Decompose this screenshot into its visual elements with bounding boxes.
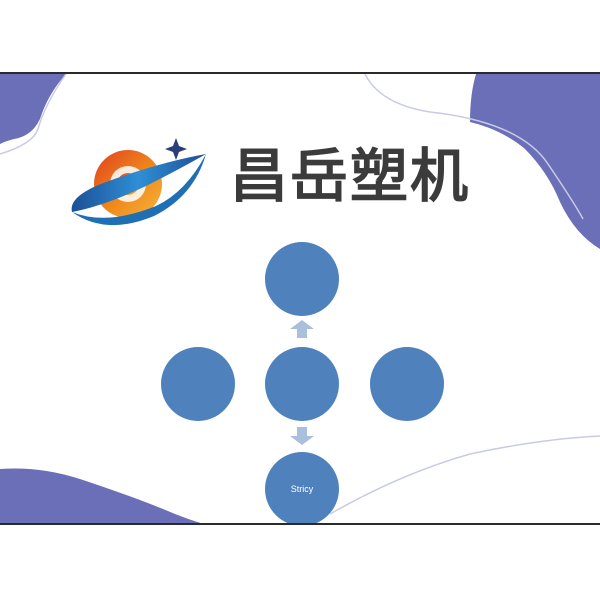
ringed-planet-logo: [71, 138, 206, 226]
curve-line-top-right: [364, 74, 584, 220]
corner-blob-top-left: [0, 74, 66, 144]
background-decoration: [0, 74, 600, 523]
diagram-node-left: [161, 347, 235, 421]
sparkle-icon: [165, 138, 187, 160]
diagram-node-top: [265, 242, 339, 316]
diagram-node-right: [370, 347, 444, 421]
curve-line-bottom: [329, 435, 600, 515]
arrow-up-icon: [290, 320, 314, 338]
corner-blob-bottom-left: [0, 468, 201, 523]
arrow-down-icon: [290, 427, 314, 445]
corner-blob-top-right: [470, 74, 600, 249]
planet-ring-lower: [72, 154, 206, 226]
slide: 昌岳塑机 Stricy: [0, 72, 600, 525]
brand-name: 昌岳塑机: [230, 142, 471, 210]
planet-ring: [71, 154, 206, 212]
curve-line-top-left: [0, 74, 67, 155]
diagram-node-bottom: Stricy: [265, 452, 339, 523]
diagram-node-center: [265, 347, 339, 421]
